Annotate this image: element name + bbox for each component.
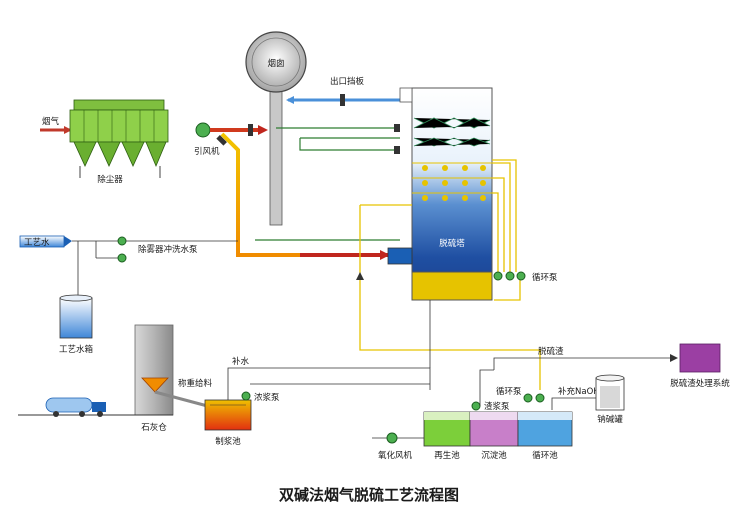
slag-pump-label: 渣浆泵 — [484, 401, 510, 412]
lime-silo: 石灰仓 — [134, 324, 174, 433]
dust-collector: 除尘器 — [69, 99, 169, 185]
process-water-label: 工艺水 — [24, 237, 50, 248]
slurry-tank: 制浆池 浓浆泵 — [204, 391, 280, 447]
process-water-tank: 工艺水箱 — [59, 294, 94, 355]
outlet-duct: 出口挡板 — [286, 76, 400, 106]
induced-fan-label: 引风机 — [194, 146, 220, 157]
gas-duct: 引风机 — [168, 122, 390, 260]
slurry-pump-label: 浓浆泵 — [254, 392, 280, 403]
chimney-label: 烟囱 — [267, 58, 284, 69]
water-tank-label: 工艺水箱 — [59, 344, 94, 355]
circulation-tank-label: 循环池 — [532, 450, 558, 461]
slag-output: 脱硫渣 脱硫渣处理系统 — [493, 343, 730, 389]
diagram-title: 双碱法烟气脱硫工艺流程图 — [279, 486, 459, 504]
tower-label: 脱硫塔 — [439, 238, 465, 249]
outlet-damper-label: 出口挡板 — [330, 76, 365, 87]
tower-pumps: 循环泵 — [493, 271, 558, 283]
slag-system-label: 脱硫渣处理系统 — [670, 378, 730, 389]
process-lines-green — [255, 124, 400, 241]
chimney: 烟囱 — [245, 31, 307, 226]
desulfurization-tower: 脱硫塔 — [387, 87, 493, 301]
mist-pump-label: 除雾器冲洗水泵 — [138, 244, 198, 255]
bottom-circulation-pumps: 循环泵 — [496, 386, 545, 403]
naoh-label: 补充NaOH — [558, 386, 600, 397]
lime-silo-label: 石灰仓 — [141, 422, 167, 433]
soda-tank-label: 钠碱罐 — [597, 414, 623, 425]
slag-label: 脱硫渣 — [538, 346, 564, 357]
slurry-tank-label: 制浆池 — [215, 436, 241, 447]
bottom-tanks: 再生池 沉淀池 循环池 — [423, 411, 573, 461]
naoh-line: 补充NaOH 钠碱罐 — [551, 374, 625, 425]
weighing-feeder-label: 称重给料 — [178, 378, 213, 389]
dust-collector-label: 除尘器 — [97, 174, 123, 185]
tower-pump-label: 循环泵 — [532, 272, 558, 283]
mist-pump-group: 除雾器冲洗水泵 — [95, 236, 238, 263]
sedimentation-tank-label: 沉淀池 — [481, 450, 507, 461]
truck — [18, 397, 135, 417]
makeup-water-line: 补水 — [227, 300, 431, 400]
regeneration-tank-label: 再生池 — [434, 450, 460, 461]
oxidation-fan-label: 氧化风机 — [378, 450, 413, 461]
process-water-source: 工艺水 — [19, 235, 118, 298]
makeup-water-label: 补水 — [232, 356, 250, 367]
flue-gas-inlet: 烟气 — [40, 116, 72, 134]
flue-gas-label: 烟气 — [42, 116, 60, 127]
oxidation-fan: 氧化风机 — [372, 432, 424, 461]
bottom-pump-label: 循环泵 — [496, 386, 522, 397]
slag-pump: 渣浆泵 — [471, 369, 510, 412]
tower-circulation — [356, 159, 541, 390]
